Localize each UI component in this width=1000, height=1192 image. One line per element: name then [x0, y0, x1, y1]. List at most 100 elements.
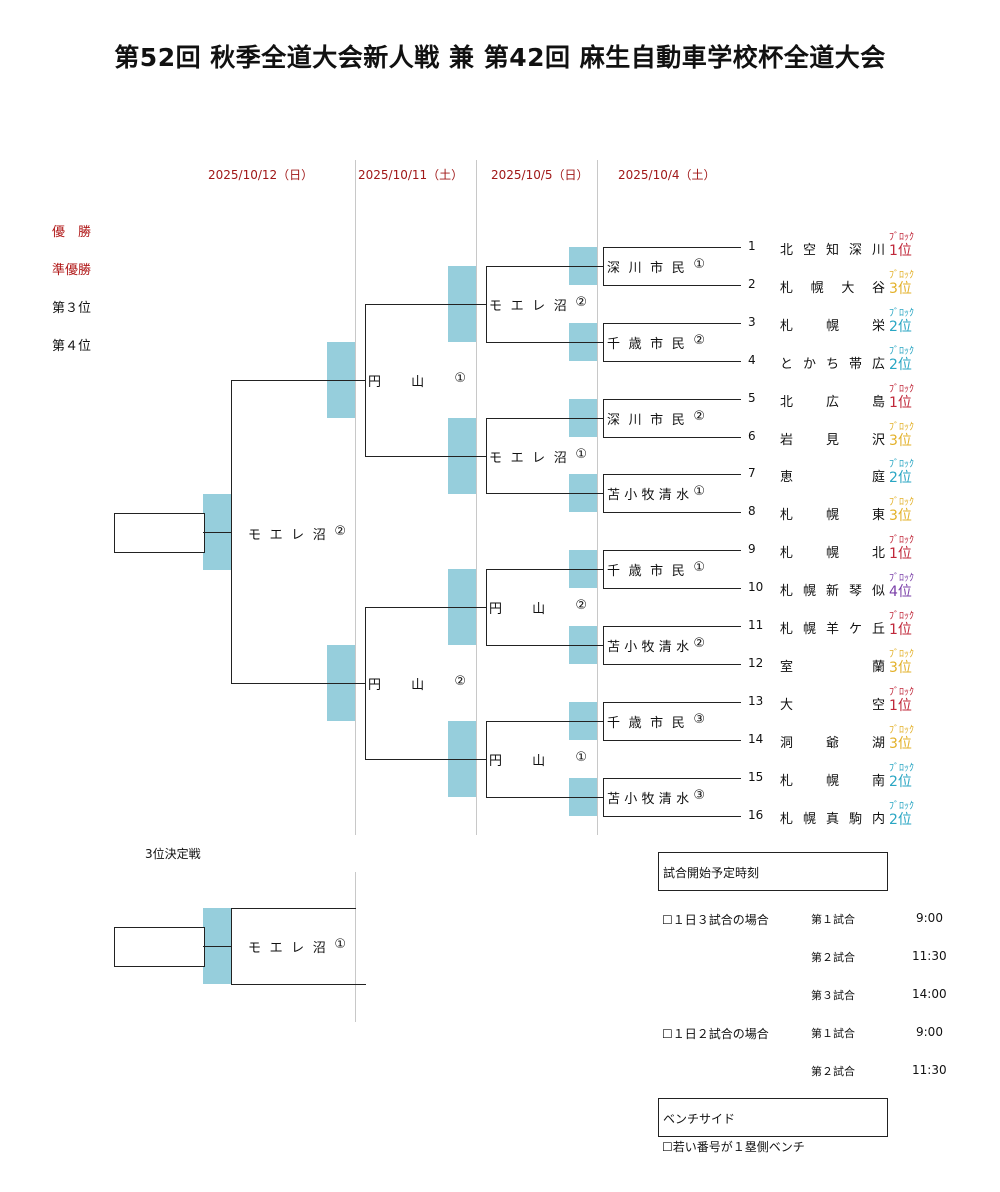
- schedule-game: 第３試合: [811, 989, 855, 1002]
- schedule-game: 第２試合: [811, 951, 855, 964]
- third-place-label: 3位決定戦: [145, 847, 201, 861]
- block-position: 2位: [889, 773, 912, 790]
- team-number: 8: [748, 504, 756, 519]
- bracket-line: [203, 532, 232, 533]
- team-name: 恵庭: [780, 470, 885, 486]
- bracket-line: [604, 588, 741, 589]
- bench-header-box: ベンチサイド: [658, 1098, 888, 1137]
- bracket-line: [604, 437, 741, 438]
- block-position: 3位: [889, 432, 912, 449]
- bracket-line: [604, 816, 741, 817]
- schedule-header: 試合開始予定時刻: [663, 866, 760, 880]
- schedule-time: 11:30: [912, 949, 947, 963]
- bracket-line: [486, 569, 604, 570]
- team-name: 北広島: [780, 394, 885, 410]
- bracket-line: [365, 456, 487, 457]
- block-label: ﾌﾞﾛｯｸ: [889, 762, 914, 774]
- block-label: ﾌﾞﾛｯｸ: [889, 421, 914, 433]
- block-label: ﾌﾞﾛｯｸ: [889, 686, 914, 698]
- block-label: ﾌﾞﾛｯｸ: [889, 307, 914, 319]
- column-divider: [355, 160, 356, 835]
- block-label: ﾌﾞﾛｯｸ: [889, 269, 914, 281]
- block-label: ﾌﾞﾛｯｸ: [889, 573, 914, 585]
- block-position: 4位: [889, 584, 912, 601]
- team-number: 5: [748, 390, 756, 405]
- block-position: 2位: [889, 318, 912, 335]
- rank-fourth: 第４位: [52, 339, 92, 354]
- block-position: 3位: [889, 280, 912, 297]
- schedule-group-3: ☐１日３試合の場合: [662, 913, 769, 927]
- bracket-line: [486, 418, 604, 419]
- block-position: 1位: [889, 394, 912, 411]
- team-name: 岩見沢: [780, 432, 885, 448]
- block-label: ﾌﾞﾛｯｸ: [889, 383, 914, 395]
- team-name: 洞爺湖: [780, 735, 885, 751]
- bracket-line: [486, 493, 604, 494]
- schedule-game: 第１試合: [811, 1027, 855, 1040]
- bracket-line: [604, 664, 741, 665]
- team-name: 室蘭: [780, 659, 885, 675]
- block-position: 2位: [889, 811, 912, 828]
- third-place-box: [114, 927, 205, 967]
- block-label: ﾌﾞﾛｯｸ: [889, 724, 914, 736]
- bracket-line: [486, 266, 604, 267]
- bracket-line: [365, 759, 487, 760]
- schedule-header-box: 試合開始予定時刻: [658, 852, 888, 891]
- rank-champion: 優 勝: [52, 225, 92, 240]
- bracket-line: [203, 946, 232, 947]
- bracket-line: [486, 645, 604, 646]
- team-name: 札幌東: [780, 508, 885, 524]
- schedule-time: 11:30: [912, 1063, 947, 1077]
- team-number: 13: [748, 693, 764, 708]
- bracket-line: [365, 607, 487, 608]
- bracket-line: [604, 361, 741, 362]
- team-number: 4: [748, 352, 756, 367]
- team-number: 11: [748, 618, 764, 632]
- bracket-line: [486, 721, 604, 722]
- bracket-line: [604, 512, 741, 513]
- bracket-line: [231, 380, 366, 381]
- schedule-time: 9:00: [916, 1025, 943, 1039]
- date-round2: 2025/10/5（日）: [491, 168, 589, 182]
- block-label: ﾌﾞﾛｯｸ: [889, 648, 914, 660]
- rank-third: 第３位: [52, 301, 92, 316]
- team-number: 3: [748, 314, 756, 329]
- block-position: 1位: [889, 697, 912, 714]
- bracket-line: [604, 550, 741, 551]
- team-number: 10: [748, 580, 764, 595]
- schedule-time: 14:00: [912, 987, 947, 1001]
- bracket-line: [604, 702, 741, 703]
- block-position: 1位: [889, 243, 912, 259]
- bracket-line: [604, 323, 741, 324]
- team-number: 16: [748, 807, 764, 822]
- team-number: 9: [748, 542, 756, 557]
- team-name: 札幌真駒内: [780, 811, 885, 827]
- bracket-line: [365, 304, 487, 305]
- bench-header: ベンチサイド: [663, 1112, 736, 1126]
- date-semi: 2025/10/11（土）: [358, 168, 464, 182]
- block-label: ﾌﾞﾛｯｸ: [889, 345, 914, 357]
- bracket-line: [231, 984, 366, 985]
- block-label: ﾌﾞﾛｯｸ: [889, 232, 914, 243]
- team-name: 大空: [780, 697, 885, 713]
- team-number: 12: [748, 655, 764, 670]
- block-position: 3位: [889, 735, 912, 752]
